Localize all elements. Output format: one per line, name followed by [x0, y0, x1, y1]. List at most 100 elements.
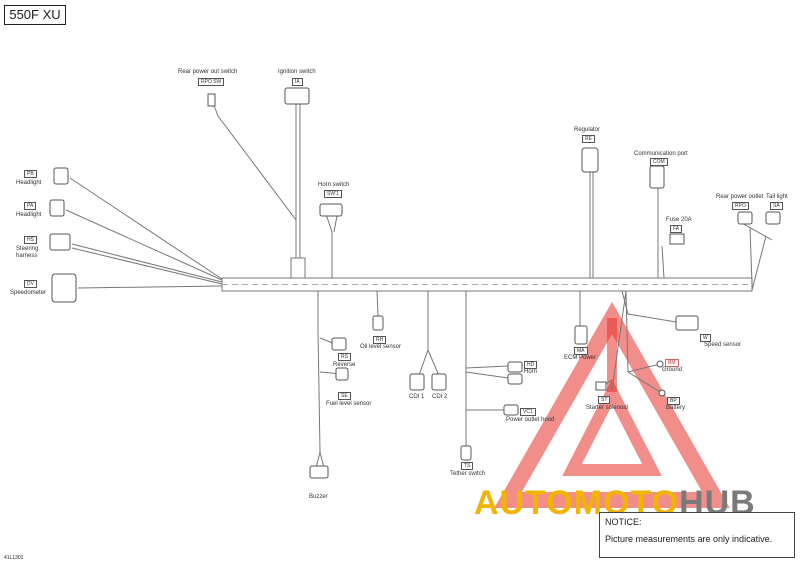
- code-battery: BP: [667, 397, 680, 405]
- wire-tail: [739, 221, 773, 291]
- label-battery: Battery: [666, 405, 686, 411]
- wire-horn-switch: [325, 209, 339, 278]
- code-speedometer: DV: [24, 280, 37, 288]
- code-speed-sensor: W: [700, 334, 711, 342]
- label-fuse: Fuse 20A: [666, 217, 692, 223]
- code-tether: TS: [461, 462, 474, 470]
- label-ignition: Ignition switch: [278, 69, 316, 75]
- code-regulator: RE: [582, 135, 595, 143]
- wire-oil: [376, 290, 379, 317]
- connector-cdi2: [431, 373, 447, 391]
- connector-rpo-sw: [207, 93, 216, 107]
- label-tether: Tether switch: [450, 471, 486, 477]
- connector-horn: [507, 361, 523, 373]
- label-com: Communication port: [634, 151, 688, 157]
- connector-ignition: [284, 87, 310, 105]
- label-headlight-pa: Headlight: [16, 212, 42, 218]
- label-headlight-pb: Headlight: [16, 180, 42, 186]
- code-rpo: RPO: [732, 202, 749, 210]
- connector-fuse: [669, 233, 685, 245]
- label-ground: Ground: [662, 367, 683, 373]
- connector-tail: [765, 211, 781, 225]
- terminal-ground: [656, 360, 664, 368]
- reference-code: 41L1301: [4, 555, 24, 561]
- code-reverse: RS: [338, 353, 351, 361]
- wire-speed: [621, 290, 677, 323]
- connector-horn-switch: [319, 203, 343, 217]
- label-buzzer: Buzzer: [309, 494, 328, 500]
- wire-ignition: [295, 104, 301, 258]
- notice-box: NOTICE: Picture measurements are only in…: [599, 512, 795, 558]
- code-fuse: FA: [670, 225, 683, 233]
- connector-reverse: [331, 337, 347, 351]
- label-oil: Oil level sensor: [360, 344, 402, 350]
- wire-buzzer: [315, 291, 325, 469]
- wire-fuse: [661, 245, 665, 279]
- connector-rpo: [737, 211, 753, 225]
- code-power-hood: VC1: [520, 408, 536, 416]
- wire-speedometer: [77, 285, 223, 289]
- model-title: 550F XU: [4, 5, 66, 25]
- wire-headlight-pb: [69, 177, 223, 280]
- label-horn: Horn: [524, 369, 538, 375]
- terminal-battery: [658, 389, 666, 397]
- notice-heading: NOTICE:: [605, 517, 642, 527]
- code-ecm: MA: [574, 347, 588, 355]
- code-ignition: IA: [292, 78, 303, 86]
- connector-speed-sensor: [675, 315, 699, 331]
- code-headlight-pa: PA: [24, 202, 37, 210]
- connector-headlight-pb: [53, 167, 69, 185]
- code-oil: RH: [373, 336, 387, 344]
- code-horn: HD: [524, 361, 538, 369]
- connector-starter: [595, 381, 607, 391]
- connector-speedometer: [51, 273, 77, 303]
- connector-power-hood: [503, 404, 519, 416]
- code-fuel: SE: [338, 392, 351, 400]
- label-regulator: Regulator: [574, 127, 601, 133]
- notice-body: Picture measurements are only indicative…: [605, 534, 773, 544]
- connector-fuel: [335, 367, 349, 381]
- connector-steering: [49, 233, 71, 251]
- connector-headlight-pa: [49, 199, 65, 217]
- code-com: COM: [650, 158, 668, 166]
- code-rpo-sw: RPO SW: [198, 78, 225, 86]
- ignition-boot: [290, 257, 306, 279]
- label-tail: Tail light: [766, 194, 788, 200]
- connector-tether: [460, 445, 472, 461]
- connector-buzzer: [309, 465, 329, 479]
- wire-regulator: [589, 170, 594, 278]
- label-reverse: Reverse: [333, 362, 356, 368]
- wire-rpo-sw: [211, 99, 297, 221]
- code-steering: HS: [24, 236, 37, 244]
- label-rpo: Rear power outlet: [716, 194, 764, 200]
- label-speedometer: Speedometer: [10, 290, 47, 296]
- label-fuel: Fuel level sensor: [326, 401, 372, 407]
- label-speed-sensor: Speed sensor: [704, 342, 742, 348]
- connector-regulator: [581, 147, 599, 173]
- wire-battery: [611, 290, 661, 393]
- wire-steering: [71, 243, 223, 285]
- wire-headlight-pa: [65, 209, 223, 281]
- triangle-logo: [494, 301, 730, 508]
- code-headlight-pb: PB: [24, 170, 37, 178]
- connector-cdi1: [409, 373, 425, 391]
- connector-com: [649, 165, 665, 189]
- label-cdi2: CDI 2: [432, 394, 448, 400]
- wire-horn: [465, 365, 509, 379]
- connector-horn-2: [507, 373, 523, 385]
- code-ground: BM: [665, 359, 679, 367]
- label-steering: Steering harness: [16, 246, 39, 259]
- label-starter: Starter solenoid: [586, 405, 629, 411]
- code-tail: SA: [770, 202, 783, 210]
- wire-cdi: [417, 291, 441, 379]
- label-rpo-sw: Rear power out switch: [178, 69, 238, 75]
- label-cdi1: CDI 1: [409, 394, 425, 400]
- label-ecm: ECM Power: [564, 355, 597, 361]
- label-horn-switch: Horn switch: [318, 182, 350, 188]
- label-power-hood: Power outlet hood: [506, 417, 555, 423]
- connector-oil: [372, 315, 384, 331]
- connector-ecm: [574, 325, 588, 345]
- code-starter: ST: [598, 396, 611, 404]
